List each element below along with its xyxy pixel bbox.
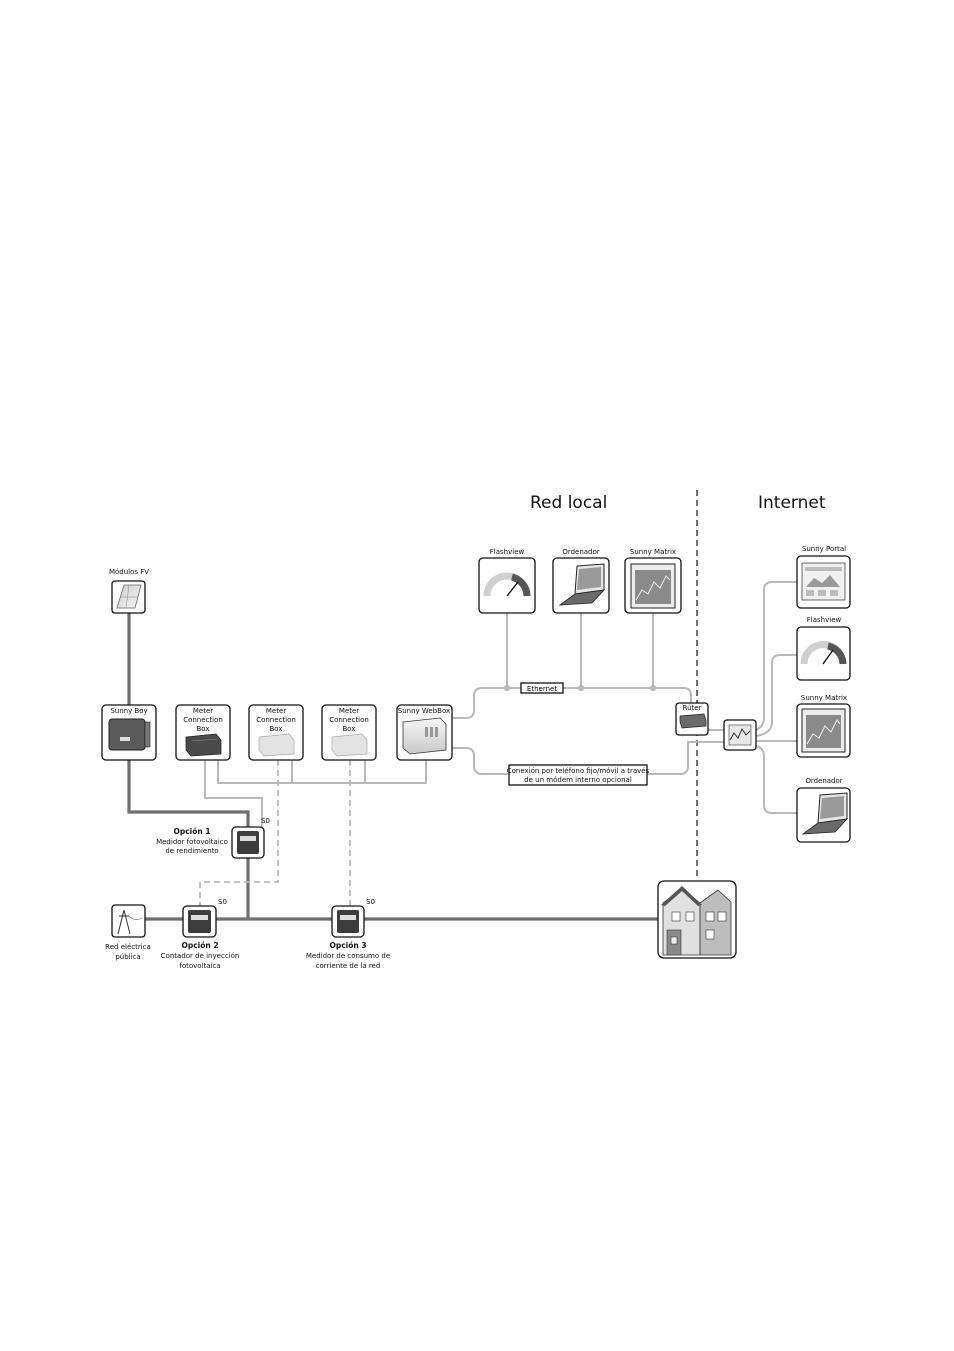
router-label: Rúter bbox=[683, 704, 702, 712]
house-box bbox=[657, 880, 737, 959]
mcb3-line-2: Connection bbox=[329, 716, 369, 724]
flashview-net-label: Flashview bbox=[807, 616, 842, 624]
portal-label: Sunny Portal bbox=[802, 545, 846, 553]
ethernet-text: Ethernet bbox=[527, 685, 557, 693]
modem-line-1: Conexión por teléfono fijo/móvil a travé… bbox=[507, 767, 650, 775]
laptop-icon bbox=[801, 792, 849, 835]
gauge-icon bbox=[800, 641, 847, 665]
display-icon bbox=[801, 708, 846, 753]
mcb3-line-3: Box bbox=[342, 725, 355, 733]
connection-box-icon bbox=[185, 733, 222, 757]
ordenador-local-box bbox=[552, 557, 610, 614]
power-pylon-icon bbox=[117, 909, 143, 935]
sunny-portal-box bbox=[796, 555, 851, 609]
mcb1-line-3: Box bbox=[196, 725, 209, 733]
ordenador-local-label: Ordenador bbox=[562, 548, 599, 556]
option-3-title: Opción 3 bbox=[329, 941, 366, 950]
webbox-icon bbox=[402, 717, 447, 755]
display-icon bbox=[630, 563, 676, 609]
s0-lines bbox=[199, 760, 351, 906]
grid-line-1: Red eléctrica bbox=[105, 943, 151, 951]
matrix-local-label: Sunny Matrix bbox=[630, 548, 676, 556]
public-grid-box bbox=[111, 904, 146, 938]
pv-module-icon bbox=[111, 580, 146, 614]
meter-connection-box-1: Meter Connection Box bbox=[175, 704, 231, 761]
internet-gateway-box bbox=[723, 719, 757, 751]
option-1-title: Opción 1 bbox=[173, 827, 210, 836]
gauge-icon bbox=[483, 572, 531, 597]
sunny-boy-box: Sunny Boy bbox=[101, 704, 157, 761]
ethernet-junctions bbox=[503, 684, 657, 692]
flashview-local-label: Flashview bbox=[490, 548, 525, 556]
matrix-local-box bbox=[624, 557, 682, 614]
option-1-line-2: de rendimiento bbox=[165, 847, 218, 855]
inverter-icon bbox=[108, 718, 151, 751]
laptop-icon bbox=[558, 563, 606, 606]
option-2-meter: S0 bbox=[182, 898, 227, 938]
modules-label: Módulos FV bbox=[109, 568, 149, 576]
modem-label: Conexión por teléfono fijo/móvil a travé… bbox=[507, 764, 650, 786]
ethernet-label: Ethernet bbox=[520, 682, 564, 694]
s0-label-1: S0 bbox=[261, 817, 270, 825]
matrix-net-label: Sunny Matrix bbox=[801, 694, 847, 702]
modem-line-2: de un módem interno opcional bbox=[524, 776, 632, 784]
option-2-line-2: fotovoltaica bbox=[179, 962, 220, 970]
mcb2-line-1: Meter bbox=[266, 707, 286, 715]
data-lines bbox=[204, 581, 797, 827]
router-icon bbox=[679, 713, 707, 729]
house-icon bbox=[661, 886, 732, 956]
mcb3-line-1: Meter bbox=[339, 707, 359, 715]
sunny-boy-label: Sunny Boy bbox=[110, 707, 147, 715]
option-1-line-1: Medidor fotovoltaico bbox=[156, 838, 228, 846]
grid-line-2: pública bbox=[115, 953, 140, 961]
matrix-net-box bbox=[796, 703, 851, 758]
webbox-label: Sunny WebBox bbox=[398, 707, 450, 715]
router-box: Rúter bbox=[675, 702, 709, 736]
internet-icon bbox=[728, 724, 752, 746]
ordenador-net-label: Ordenador bbox=[805, 777, 842, 785]
flashview-local-box bbox=[478, 557, 536, 614]
connection-box-icon bbox=[331, 733, 368, 757]
header-local-network: Red local bbox=[530, 493, 607, 513]
option-3-line-2: corriente de la red bbox=[316, 962, 381, 970]
option-2-title: Opción 2 bbox=[181, 941, 218, 950]
option-3-line-1: Medidor de consumo de bbox=[306, 952, 390, 960]
option-2-line-1: Contador de inyección bbox=[161, 952, 240, 960]
portal-screen-icon bbox=[801, 562, 846, 601]
option-3-meter: S0 bbox=[331, 898, 375, 938]
s0-label-2: S0 bbox=[218, 898, 227, 906]
mcb2-line-3: Box bbox=[269, 725, 282, 733]
meter-connection-box-3: Meter Connection Box bbox=[321, 704, 377, 761]
mcb1-line-1: Meter bbox=[193, 707, 213, 715]
option-1-meter: S0 bbox=[231, 817, 270, 859]
header-internet: Internet bbox=[758, 493, 826, 513]
s0-label-3: S0 bbox=[366, 898, 375, 906]
flashview-net-box bbox=[796, 626, 851, 681]
mcb2-line-2: Connection bbox=[256, 716, 296, 724]
connection-box-icon bbox=[258, 733, 295, 757]
power-lines bbox=[127, 613, 658, 921]
sunny-webbox-box: Sunny WebBox bbox=[396, 704, 453, 761]
mcb1-line-2: Connection bbox=[183, 716, 223, 724]
meter-connection-box-2: Meter Connection Box bbox=[248, 704, 304, 761]
ordenador-net-box bbox=[796, 787, 851, 843]
